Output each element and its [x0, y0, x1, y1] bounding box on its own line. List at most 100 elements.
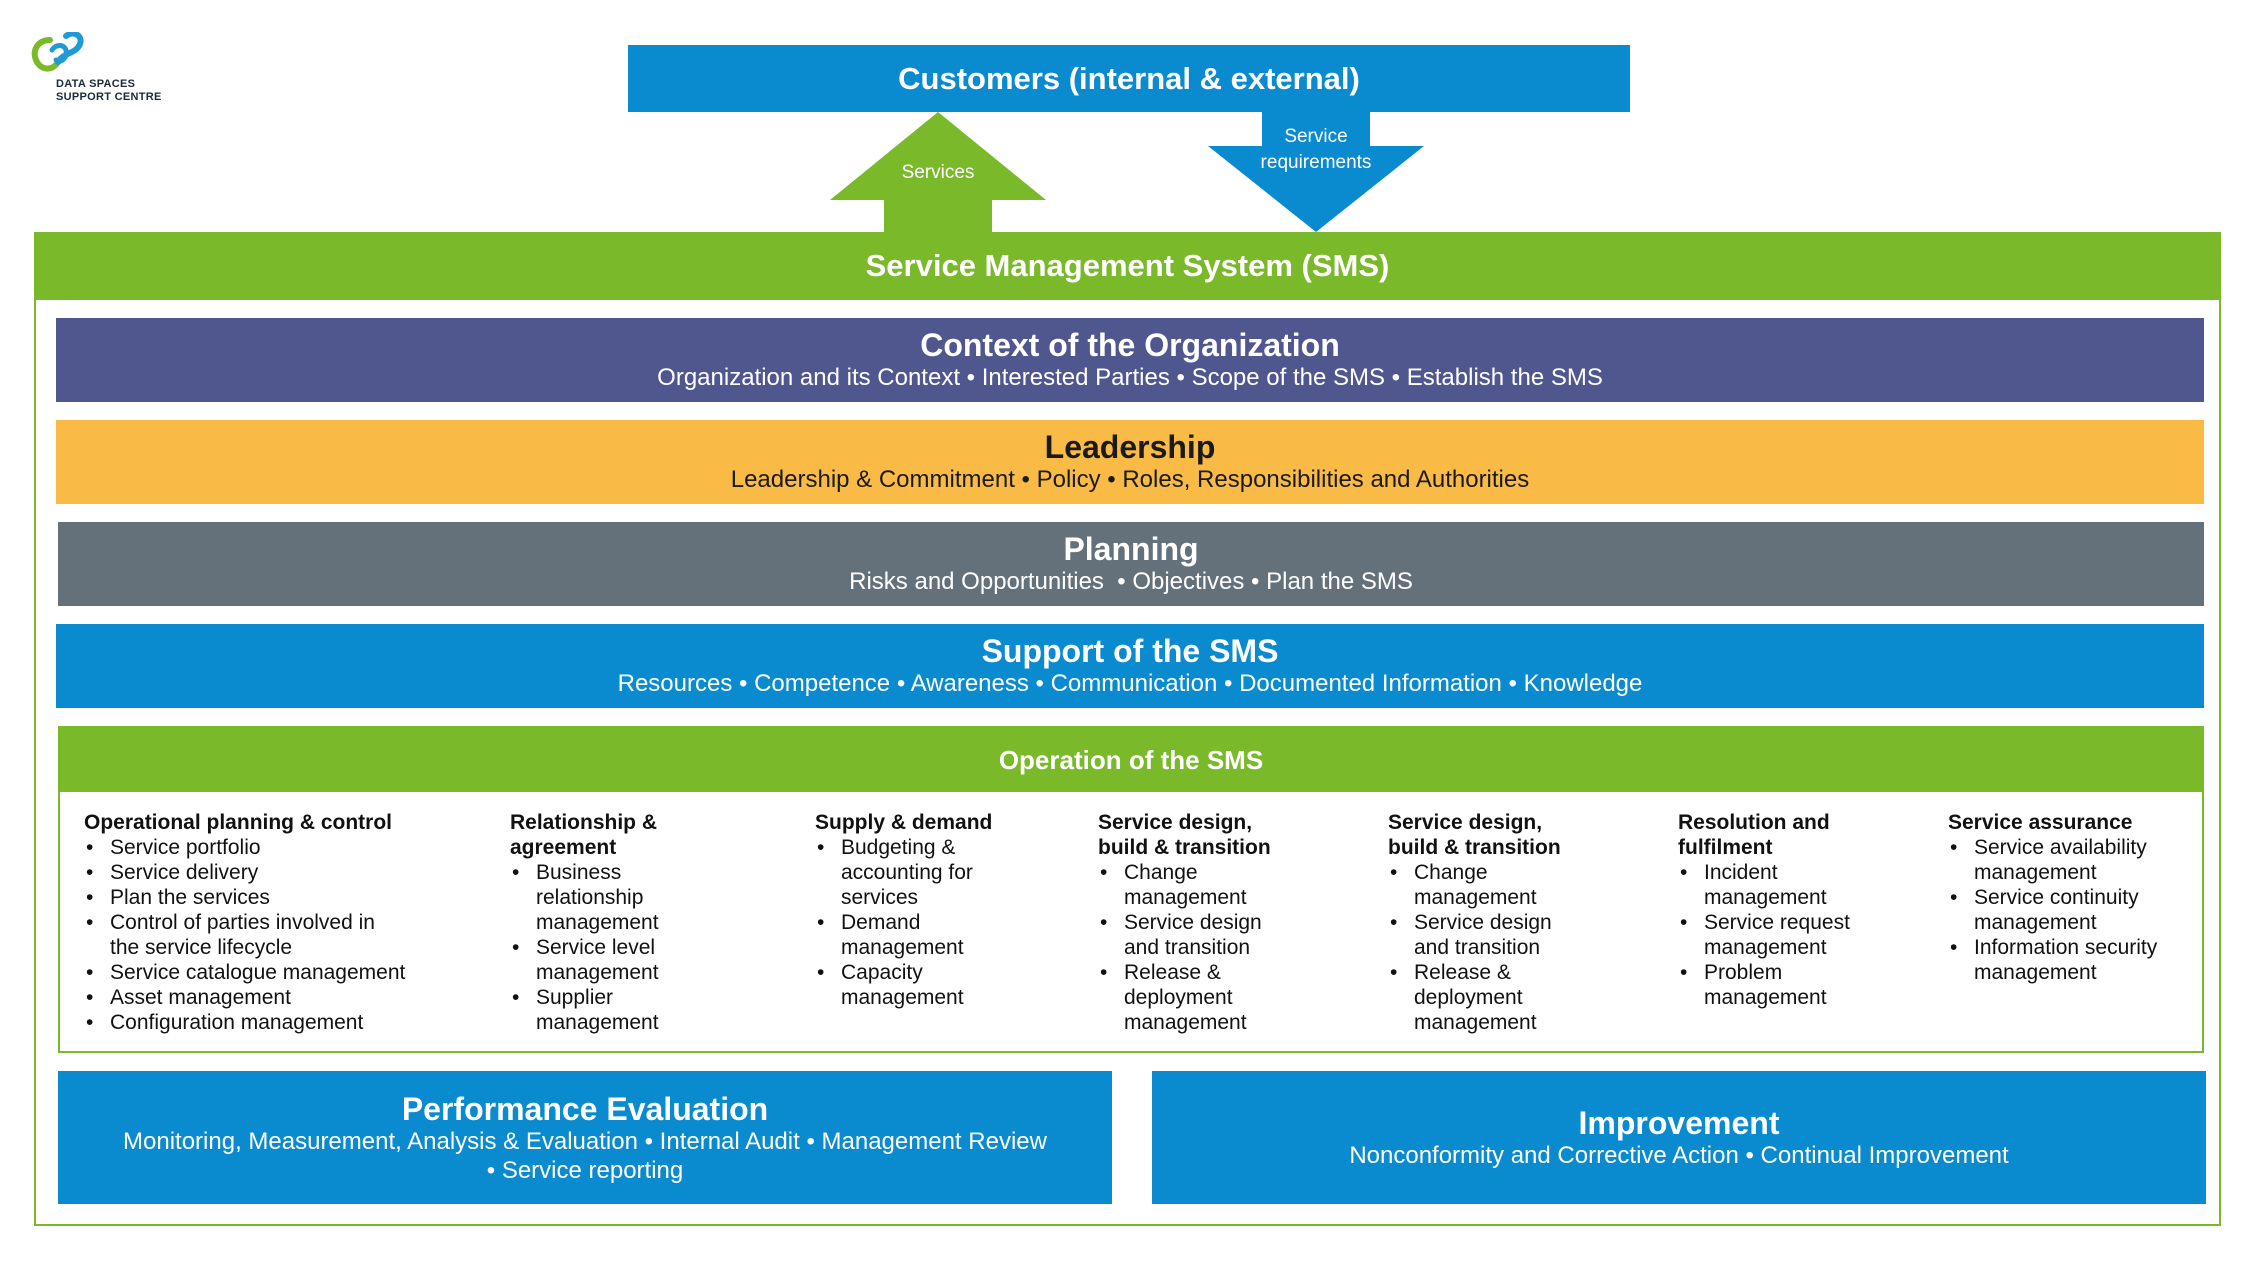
operation-list-item-line: Service design: [1414, 911, 1552, 934]
operation-list-item: Service delivery: [84, 860, 504, 885]
planning-band: Planning Risks and Opportunities • Objec…: [58, 522, 2204, 606]
operation-list-item: Service portfolio: [84, 835, 504, 860]
operation-header: Operation of the SMS: [60, 728, 2202, 792]
operation-list-item-line: management: [1124, 886, 1247, 909]
operation-column-title-line: Supply & demand: [815, 811, 993, 834]
support-title: Support of the SMS: [981, 633, 1279, 669]
operation-list-item-line: Business: [536, 861, 622, 884]
operation-list-item-line: Change: [1414, 861, 1488, 884]
operation-column-title-line: Operational planning & control: [84, 811, 393, 834]
operation-list-item-line: Plan the services: [110, 886, 270, 909]
leadership-band: Leadership Leadership & Commitment • Pol…: [56, 420, 2204, 504]
customers-title: Customers (internal & external): [898, 60, 1360, 96]
operation-list-item-line: the service lifecycle: [110, 936, 293, 959]
operation-list-item-line: Control of parties involved in: [110, 911, 375, 934]
dssc-logo: DATA SPACES SUPPORT CENTRE: [30, 32, 190, 112]
operation-list-item-line: management: [536, 911, 659, 934]
context-title: Context of the Organization: [920, 327, 1340, 363]
customers-box: Customers (internal & external): [628, 45, 1630, 112]
operation-column: Service design,build & transitionChange m…: [1388, 810, 1673, 1035]
operation-list-item-line: Release &: [1124, 961, 1221, 984]
operation-column-title-line: Service design,: [1098, 811, 1253, 834]
up-arrow-icon: [830, 112, 1046, 235]
operation-list-item-line: and transition: [1414, 936, 1541, 959]
operation-list-item: Asset management: [84, 985, 504, 1010]
operation-column: Service design,build & transitionChangem…: [1098, 810, 1383, 1035]
performance-items-line-2: • Service reporting: [486, 1156, 684, 1184]
logo-mark-icon: [31, 32, 84, 72]
operation-column: Resolution andfulfilmentIncidentmanageme…: [1678, 810, 1943, 1010]
operation-list-item-line: relationship: [536, 886, 644, 909]
service-requirements-line-1: Service: [1284, 126, 1348, 147]
operation-column-title-line: Service assurance: [1948, 811, 2133, 834]
support-band: Support of the SMS Resources • Competenc…: [56, 624, 2204, 708]
operation-list-item-line: deployment: [1414, 986, 1523, 1009]
operation-list-item-line: management: [1974, 961, 2097, 984]
performance-title: Performance Evaluation: [401, 1090, 769, 1127]
operation-list-item-line: Service request: [1704, 911, 1850, 934]
operation-list-item-line: Change: [1124, 861, 1198, 884]
operation-column-title-line: Service design,: [1388, 811, 1543, 834]
operation-list-item-line: management: [1704, 986, 1827, 1009]
operation-list-item-line: Capacity: [841, 961, 923, 984]
operation-column: Supply & demandBudgeting &accounting for…: [815, 810, 1095, 1010]
operation-list-item-line: management: [1974, 861, 2097, 884]
operation-list-item-line: and transition: [1124, 936, 1251, 959]
leadership-items: Leadership & Commitment • Policy • Roles…: [730, 466, 1530, 493]
operation-item-list: IncidentmanagementService request managem…: [1678, 860, 1943, 1010]
operation-column-title: Service assurance: [1948, 810, 2203, 835]
operation-item-list: Budgeting &accounting forservicesDemandm…: [815, 835, 1095, 1010]
operation-column-title: Supply & demand: [815, 810, 1095, 835]
operation-list-item-line: management: [536, 1011, 659, 1034]
operation-column: Relationship &agreementBusinessrelations…: [510, 810, 810, 1035]
operation-column-title: Service design,build & transition: [1388, 810, 1673, 860]
operation-list-item-line: management: [841, 986, 964, 1009]
operation-list-item: Configuration management: [84, 1010, 504, 1035]
sms-title: Service Management System (SMS): [865, 248, 1390, 283]
operation-list-item-line: Service design: [1124, 911, 1262, 934]
operation-column: Operational planning & controlService po…: [84, 810, 504, 1035]
improvement-items: Nonconformity and Corrective Action • Co…: [1349, 1142, 2009, 1169]
operation-list-item-line: Service delivery: [110, 861, 259, 884]
operation-list-item-line: Problem: [1704, 961, 1783, 984]
operation-column-title: Operational planning & control: [84, 810, 504, 835]
operation-title: Operation of the SMS: [998, 744, 1264, 775]
operation-list-item-line: Asset management: [110, 986, 291, 1009]
support-items: Resources • Competence • Awareness • Com…: [617, 670, 1643, 697]
operation-list-item-line: Information security: [1974, 936, 2158, 959]
operation-list-item-line: management: [1414, 1011, 1537, 1034]
operation-list-item-line: management: [841, 936, 964, 959]
operation-list-item-line: Incident: [1704, 861, 1778, 884]
logo-line-1: DATA SPACES: [56, 78, 136, 90]
operation-list-item-line: deployment: [1124, 986, 1233, 1009]
operation-list-item-line: Service portfolio: [110, 836, 261, 859]
context-band: Context of the Organization Organization…: [56, 318, 2204, 402]
performance-items-line-1: Monitoring, Measurement, Analysis & Eval…: [123, 1127, 1047, 1155]
services-arrow-label: Services: [901, 162, 975, 183]
improvement-box: Improvement Nonconformity and Corrective…: [1152, 1071, 2206, 1204]
operation-column-title-line: build & transition: [1098, 836, 1271, 859]
service-requirements-label: Service requirements: [1208, 124, 1424, 176]
operation-item-list: Service portfolioService deliveryPlan th…: [84, 835, 504, 1035]
operation-column-title: Service design,build & transition: [1098, 810, 1383, 860]
operation-column-title-line: fulfilment: [1678, 836, 1773, 859]
leadership-title: Leadership: [1044, 429, 1216, 465]
operation-list-item-line: Supplier: [536, 986, 614, 1009]
operation-list-item-line: Service level: [536, 936, 656, 959]
logo-wordmark: DATA SPACES SUPPORT CENTRE: [56, 78, 162, 104]
operation-list-item-line: services: [841, 886, 919, 909]
planning-title: Planning: [1063, 531, 1199, 567]
operation-list-item-line: Service availability: [1974, 836, 2147, 859]
